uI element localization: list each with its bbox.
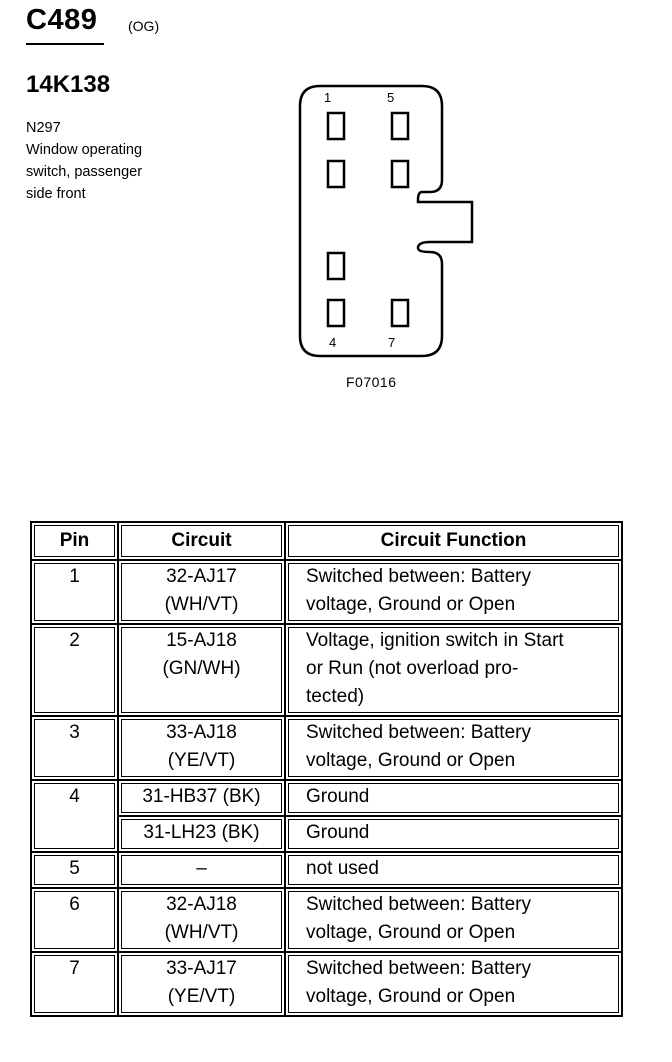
circuit-line: (WH/VT) [164, 922, 239, 943]
part-number: 14K138 [26, 71, 111, 98]
table-row: 5 – not used [30, 851, 623, 889]
function-line: Ground [306, 822, 370, 843]
pin-cavity [326, 251, 346, 281]
function-cell: Switched between: Battery voltage, Groun… [284, 887, 623, 953]
pin-label-5: 5 [387, 90, 394, 105]
circuit-cell: 32-AJ17 (WH/VT) [117, 559, 286, 625]
header-circuit-function: Circuit Function [284, 521, 623, 561]
table-row: 1 32-AJ17 (WH/VT) Switched between: Batt… [30, 559, 623, 625]
connector-color-code: (OG) [128, 18, 160, 34]
table-row: 2 15-AJ18 (GN/WH) Voltage, ignition swit… [30, 623, 623, 717]
pin-cavity [326, 111, 346, 141]
function-line: Switched between: Battery [306, 894, 531, 915]
function-cell: Ground [284, 815, 623, 853]
circuit-line: 31-LH23 (BK) [143, 822, 260, 843]
connector-description: N297 Window operating switch, passenger … [26, 117, 142, 205]
function-line: Switched between: Battery [306, 722, 531, 743]
description-line: N297 [26, 120, 61, 136]
pin-cavity [390, 298, 410, 328]
circuit-line: 33-AJ18 [166, 722, 237, 743]
table-row: 3 33-AJ18 (YE/VT) Switched between: Batt… [30, 715, 623, 781]
pin-cell: 5 [30, 851, 119, 889]
figure-label: F07016 [346, 374, 397, 390]
circuit-cell: 31-LH23 (BK) [117, 815, 286, 853]
function-line: Voltage, ignition switch in Start [306, 630, 564, 651]
circuit-line: 32-AJ18 [166, 894, 237, 915]
header-pin: Pin [30, 521, 119, 561]
pin-cell: 4 [30, 779, 119, 853]
pin-cell: 3 [30, 715, 119, 781]
circuit-cell: 32-AJ18 (WH/VT) [117, 887, 286, 953]
table-row: 31-LH23 (BK) Ground [31, 815, 623, 853]
function-line: voltage, Ground or Open [306, 922, 516, 943]
function-cell: Ground [284, 779, 623, 817]
circuit-cell: 33-AJ17 (YE/VT) [117, 951, 286, 1017]
circuit-line: 33-AJ17 [166, 958, 237, 979]
table-row: 4 31-HB37 (BK) Ground [30, 779, 623, 853]
circuit-line: (GN/WH) [162, 658, 241, 679]
function-cell: Switched between: Battery voltage, Groun… [284, 559, 623, 625]
function-cell: not used [284, 851, 623, 889]
circuit-cell: – [117, 851, 286, 889]
function-cell: Switched between: Battery voltage, Groun… [284, 951, 623, 1017]
header-circuit: Circuit [117, 521, 286, 561]
pin-cell: 2 [30, 623, 119, 717]
connector-face-diagram: 1 5 4 7 [298, 84, 474, 358]
function-line: voltage, Ground or Open [306, 594, 516, 615]
function-line: or Run (not overload pro- [306, 658, 519, 679]
pin-table: Pin Circuit Circuit Function 1 32-AJ17 (… [30, 521, 623, 1017]
pin-cell: 7 [30, 951, 119, 1017]
function-line: Switched between: Battery [306, 958, 531, 979]
connector-outline [298, 84, 474, 358]
table-row: 6 32-AJ18 (WH/VT) Switched between: Batt… [30, 887, 623, 953]
function-line: voltage, Ground or Open [306, 986, 516, 1007]
title-underline [26, 43, 104, 45]
function-cell: Switched between: Battery voltage, Groun… [284, 715, 623, 781]
function-line: voltage, Ground or Open [306, 750, 516, 771]
function-cell: Voltage, ignition switch in Start or Run… [284, 623, 623, 717]
function-line: Switched between: Battery [306, 566, 531, 587]
circuit-cell: 33-AJ18 (YE/VT) [117, 715, 286, 781]
circuit-line: 32-AJ17 [166, 566, 237, 587]
function-line: Ground [306, 786, 370, 807]
pin-cavity [390, 111, 410, 141]
pin-cell: 6 [30, 887, 119, 953]
connector-id: C489 [26, 4, 98, 36]
circuit-line: (WH/VT) [164, 594, 239, 615]
circuit-cell: 31-HB37 (BK) [117, 779, 286, 817]
circuit-line: – [196, 858, 207, 879]
circuit-line: (YE/VT) [167, 986, 236, 1007]
pin-label-4: 4 [329, 335, 336, 350]
pin-cavity [390, 159, 410, 189]
description-line: side front [26, 186, 86, 202]
circuit-line: (YE/VT) [167, 750, 236, 771]
circuit-line: 15-AJ18 [166, 630, 237, 651]
circuit-line: 31-HB37 (BK) [142, 786, 261, 807]
function-line: tected) [306, 686, 365, 707]
pin-cell: 1 [30, 559, 119, 625]
circuit-cell: 15-AJ18 (GN/WH) [117, 623, 286, 717]
pin-cavity [326, 298, 346, 328]
table-header-row: Pin Circuit Circuit Function [30, 521, 623, 561]
description-line: switch, passenger [26, 164, 143, 180]
pin-label-7: 7 [388, 335, 395, 350]
table-row: 7 33-AJ17 (YE/VT) Switched between: Batt… [30, 951, 623, 1017]
description-line: Window operating [26, 142, 143, 158]
function-line: not used [306, 858, 379, 879]
pin-cavity [326, 159, 346, 189]
pin-label-1: 1 [324, 90, 331, 105]
